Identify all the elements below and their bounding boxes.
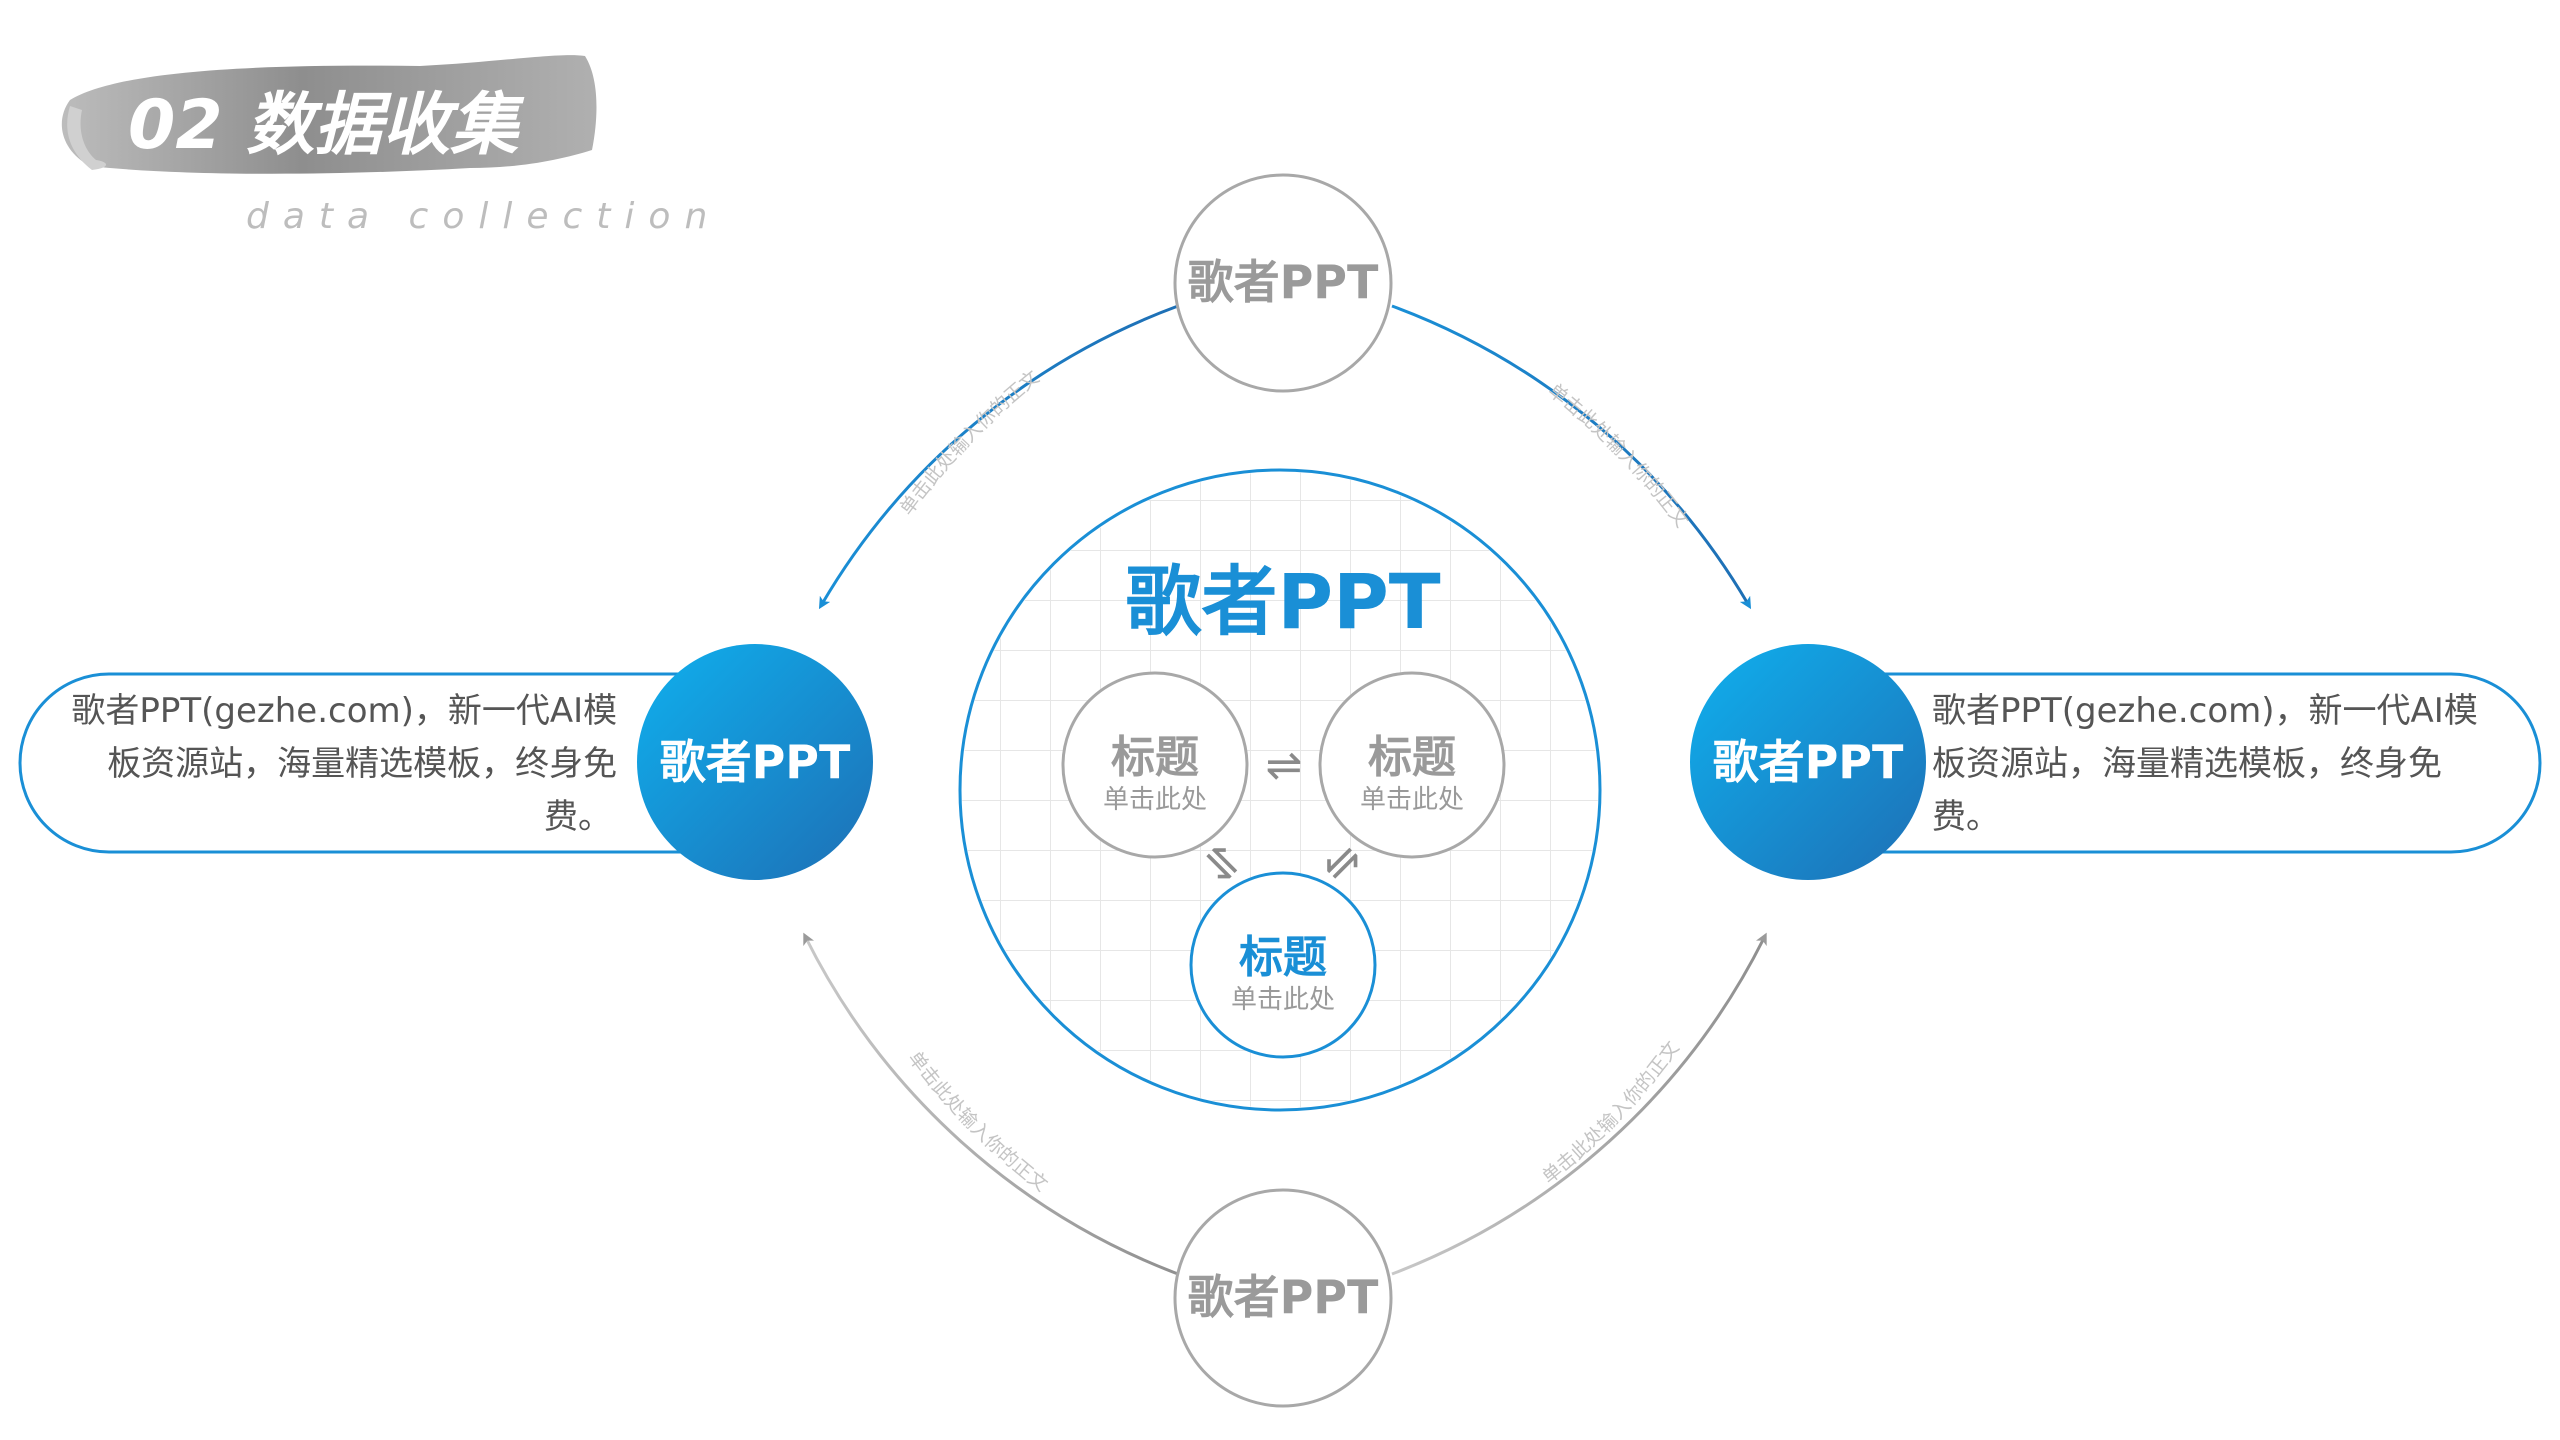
arc-bottom-left [803,932,1179,1276]
bottom-node-circle [1173,1188,1393,1408]
sub-node-bottom-circle [1189,871,1377,1059]
center-circle-outline [958,468,1602,1112]
sub-node-bottom-caption: 单击此处 [1231,985,1335,1015]
sub-node-right[interactable]: 标题 单击此处 [1318,671,1506,859]
sub-node-right-title: 标题 [1368,732,1456,783]
top-node-label: 歌者PPT [1188,255,1379,309]
right-node-label: 歌者PPT [1713,735,1904,789]
arc-top-left [818,304,1179,610]
arc-label-top-right[interactable]: 单击此处输入你的正文 [1544,379,1693,531]
arc-label-bottom-right[interactable]: 单击此处输入你的正文 [1538,1037,1684,1188]
sub-node-bottom-title: 标题 [1239,932,1327,983]
sub-node-right-circle [1318,671,1506,859]
left-pill-text: 歌者PPT(gezhe.com)，新一代AI模 板资源站，海量精选模板，终身免 … [71,691,628,837]
left-info-pill[interactable]: 歌者PPT(gezhe.com)，新一代AI模 板资源站，海量精选模板，终身免 … [18,672,822,854]
bottom-node[interactable]: 歌者PPT [1173,1188,1393,1408]
top-node-circle [1173,173,1393,393]
section-title: 02 数据收集 [128,86,525,165]
arc-label-top-left[interactable]: 单击此处输入你的正文 [896,366,1044,519]
right-node-circle [1690,644,1926,880]
arc-label-bottom-left[interactable]: 单击此处输入你的正文 [904,1047,1052,1196]
left-node[interactable]: 歌者PPT [637,644,873,880]
sub-node-left-title: 标题 [1111,732,1199,783]
sub-node-right-caption: 单击此处 [1360,785,1464,815]
arc-top-right [1391,304,1752,610]
brush-edge-decoration [67,106,107,170]
left-node-circle [637,644,873,880]
sub-node-left-circle [1061,671,1249,859]
section-header: 02 数据收集 data collection [61,55,721,237]
arc-bottom-right [1391,932,1767,1276]
bottom-node-label: 歌者PPT [1188,1270,1379,1324]
exchange-arrow-icon-horizontal: ⇌ [1266,740,1303,791]
right-info-pill[interactable]: 歌者PPT(gezhe.com)，新一代AI模 板资源站，海量精选模板，终身免 … [1748,672,2542,854]
section-subtitle: data collection [246,196,721,237]
left-node-label: 歌者PPT [660,735,851,789]
right-pill-text: 歌者PPT(gezhe.com)，新一代AI模 板资源站，海量精选模板，终身免 … [1932,691,2489,837]
sub-node-left-caption: 单击此处 [1103,785,1207,815]
brush-stroke-decoration [61,55,597,174]
center-title: 歌者PPT [1125,557,1440,646]
top-node[interactable]: 歌者PPT [1173,173,1393,393]
right-node[interactable]: 歌者PPT [1690,644,1926,880]
sub-node-left[interactable]: 标题 单击此处 [1061,671,1249,859]
sub-node-bottom[interactable]: 标题 单击此处 [1189,871,1377,1059]
